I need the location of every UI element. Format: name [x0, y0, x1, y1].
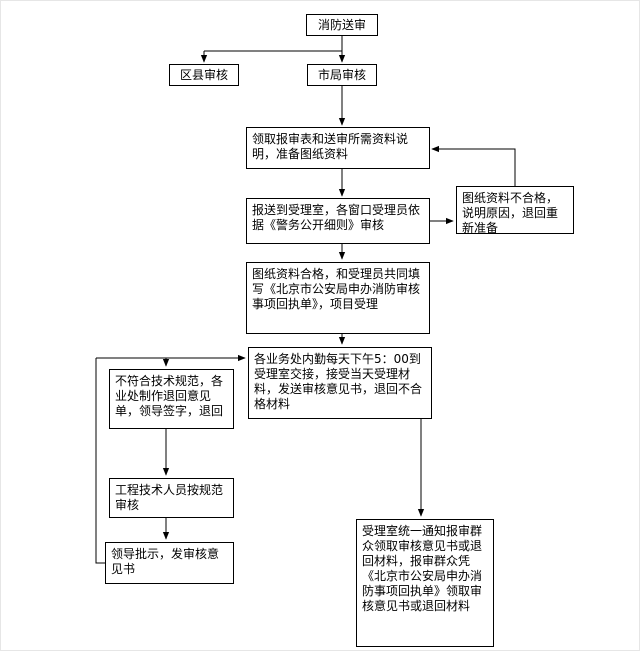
node-district-review: 区县审核 [169, 64, 239, 86]
node-materials-qualified: 图纸资料合格，和受理员共同填写《北京市公安局申办消防审核事项回执单》，项目受理 [246, 262, 430, 334]
node-collect-forms: 领取报审表和送审所需资料说明，准备图纸资料 [246, 127, 430, 169]
node-daily-handover: 各业务处内勤每天下午5：00到受理室交接，接受当天受理材料，发送审核意见书，退回… [248, 347, 432, 419]
node-submit-to-acceptance: 报送到受理室，各窗口受理员依据《警务公开细则》审核 [246, 198, 430, 244]
node-leader-approval: 领导批示，发审核意见书 [105, 542, 234, 584]
node-city-bureau-review: 市局审核 [307, 64, 377, 86]
node-nonconform-return: 不符合技术规范，各业处制作退回意见单，领导签字，退回 [109, 369, 234, 429]
node-engineer-review: 工程技术人员按规范审核 [109, 478, 234, 518]
node-notify-applicants: 受理室统一通知报审群众领取审核意见书或退回材料，报审群众凭《北京市公安局申办消防… [356, 519, 494, 647]
node-start: 消防送审 [306, 14, 378, 36]
edge-unqualified-to-collect [431, 145, 516, 186]
node-materials-unqualified: 图纸资料不合格，说明原因，退回重新准备 [456, 186, 574, 235]
edge-leader-return-loop [95, 358, 105, 564]
